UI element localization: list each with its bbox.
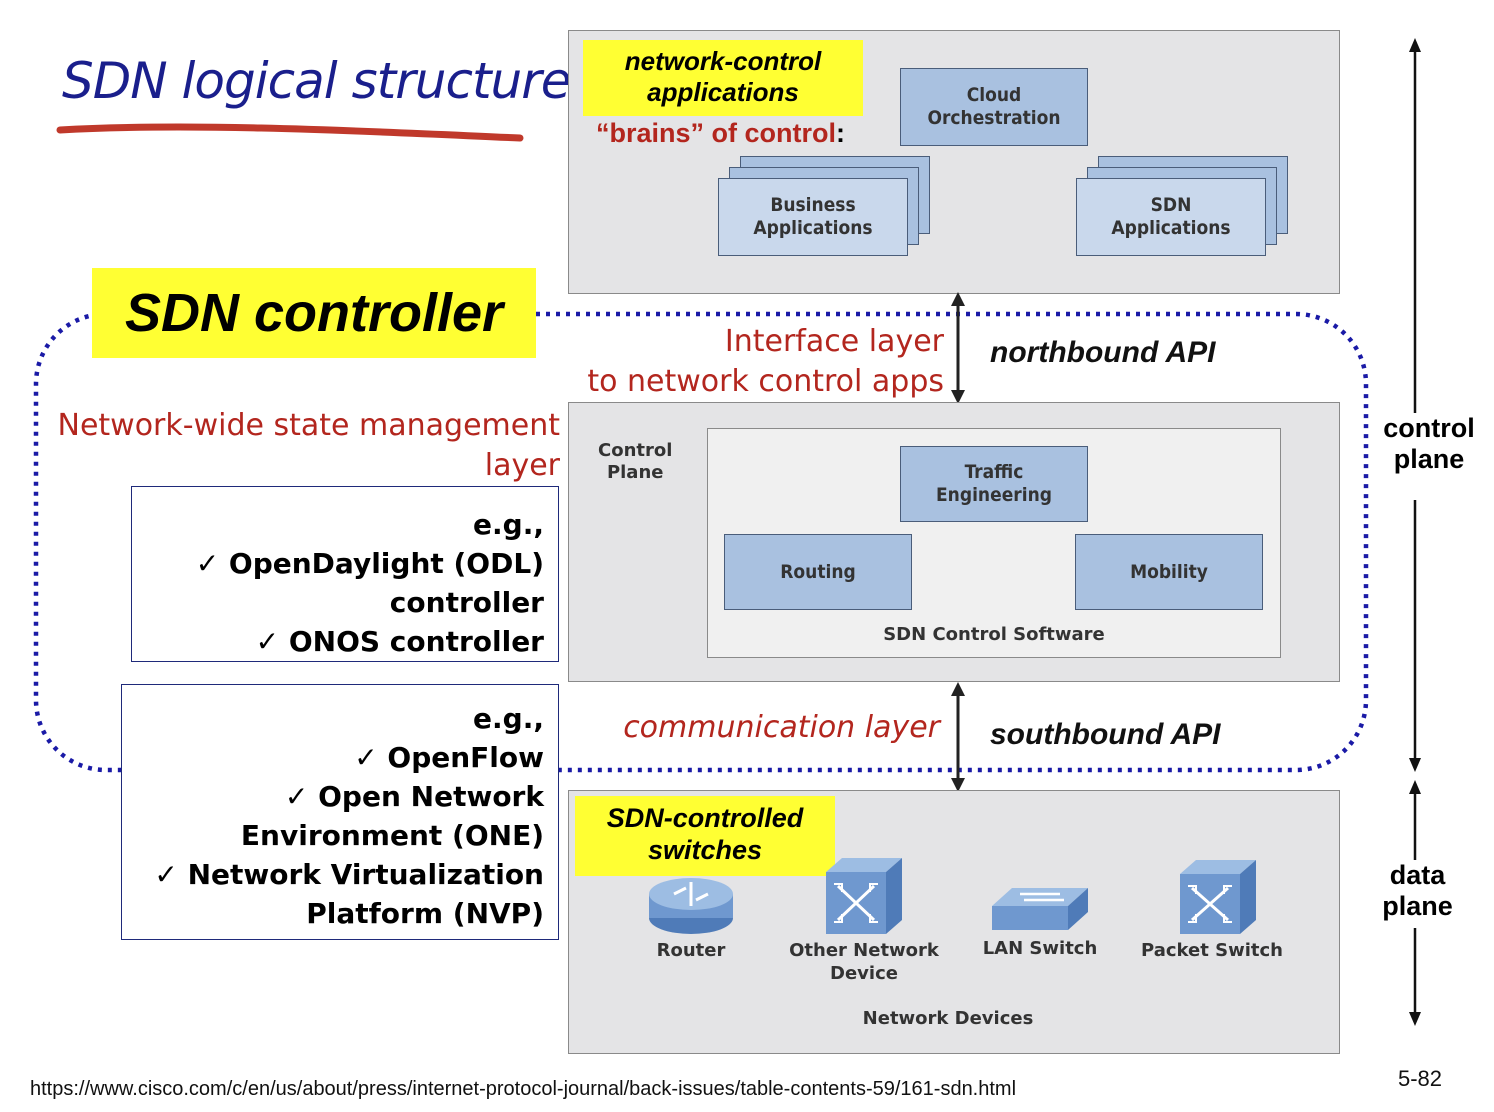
side-line: data — [1389, 860, 1446, 890]
routing-node: Routing — [724, 534, 912, 610]
interface-line: Interface layer — [724, 324, 944, 359]
brains-colon: : — [836, 118, 846, 148]
example-eg: e.g., — [473, 508, 544, 541]
sdn-control-software-caption: SDN Control Software — [883, 624, 1105, 645]
mobility-node: Mobility — [1075, 534, 1263, 610]
lan-switch-icon — [992, 888, 1088, 930]
example-item: ✓ Network Virtualization — [154, 858, 544, 891]
page-title: SDN logical structure — [62, 52, 572, 110]
node-label: Applications — [1111, 217, 1231, 239]
data-plane-side-label: data plane — [1370, 860, 1465, 922]
southbound-examples-box: e.g., ✓ OpenFlow ✓ Open Network Environm… — [121, 684, 559, 940]
communication-layer-label: communication layer — [623, 710, 940, 745]
network-devices-caption: Network Devices — [862, 1008, 1034, 1029]
packet-switch-icon — [1180, 860, 1256, 934]
packet-switch-label: Packet Switch — [1141, 940, 1283, 961]
example-item: ✓ OpenDaylight (ODL) — [195, 547, 544, 580]
node-label: SDN — [1150, 194, 1192, 217]
state-management-label: Network-wide state management layer — [40, 406, 561, 486]
example-item: ✓ Open Network — [284, 780, 544, 813]
node-label: Applications — [753, 217, 873, 239]
page-number: 5-82 — [1398, 1066, 1443, 1091]
network-control-apps-highlight: network-control applications — [583, 40, 863, 116]
southbound-arrow — [951, 682, 965, 792]
router-icon — [649, 878, 733, 934]
highlight-line: SDN-controlled — [606, 803, 804, 833]
router-label: Router — [656, 940, 726, 961]
highlight-line: switches — [647, 835, 763, 865]
brains-label: “brains” of control: — [596, 118, 845, 149]
node-label: Cloud — [966, 84, 1022, 107]
state-line: layer — [484, 448, 560, 483]
controller-examples-box: e.g., ✓ OpenDaylight (ODL) controller ✓ … — [131, 486, 559, 662]
node-label: Traffic — [964, 461, 1024, 484]
title-underline — [56, 123, 524, 142]
brains-text: “brains” of control — [596, 118, 837, 148]
northbound-arrow — [951, 292, 965, 404]
interface-layer-label: Interface layer to network control apps — [560, 322, 944, 402]
network-device-icon — [826, 858, 902, 934]
node-label: Business — [770, 194, 856, 217]
example-eg: e.g., — [473, 702, 544, 735]
node-label: Engineering — [935, 484, 1052, 506]
state-line: Network-wide state management — [57, 408, 561, 443]
node-label: Orchestration — [927, 107, 1061, 129]
caption-line: Control — [598, 440, 673, 461]
plane-arrows — [1409, 38, 1421, 1026]
example-item: controller — [389, 586, 544, 619]
control-plane-side-label: control plane — [1370, 413, 1488, 475]
side-line: control — [1383, 413, 1475, 443]
other-network-device-label: Other Network Device — [780, 940, 948, 985]
southbound-api-label: southbound API — [990, 718, 1221, 752]
example-item: ✓ ONOS controller — [255, 625, 544, 658]
caption-line: Plane — [606, 462, 664, 483]
controller-boundary — [33, 311, 1369, 773]
interface-line: to network control apps — [587, 364, 944, 399]
sdn-controlled-switches-highlight: SDN-controlled switches — [575, 796, 835, 876]
device-line: Device — [830, 962, 898, 984]
device-line: Other Network — [789, 940, 939, 961]
side-line: plane — [1382, 891, 1453, 921]
sdn-controller-label: SDN controller — [92, 268, 536, 358]
source-url: https://www.cisco.com/c/en/us/about/pres… — [30, 1078, 1017, 1100]
side-line: plane — [1393, 444, 1465, 474]
lan-switch-label: LAN Switch — [982, 938, 1098, 959]
control-plane-caption: Control Plane — [598, 440, 672, 484]
example-item: ✓ OpenFlow — [354, 741, 544, 774]
example-item: Environment (ONE) — [240, 819, 544, 852]
example-item: Platform (NVP) — [306, 897, 544, 930]
highlight-line: network-control — [624, 46, 822, 76]
northbound-api-label: northbound API — [990, 336, 1216, 370]
highlight-line: applications — [647, 77, 799, 107]
